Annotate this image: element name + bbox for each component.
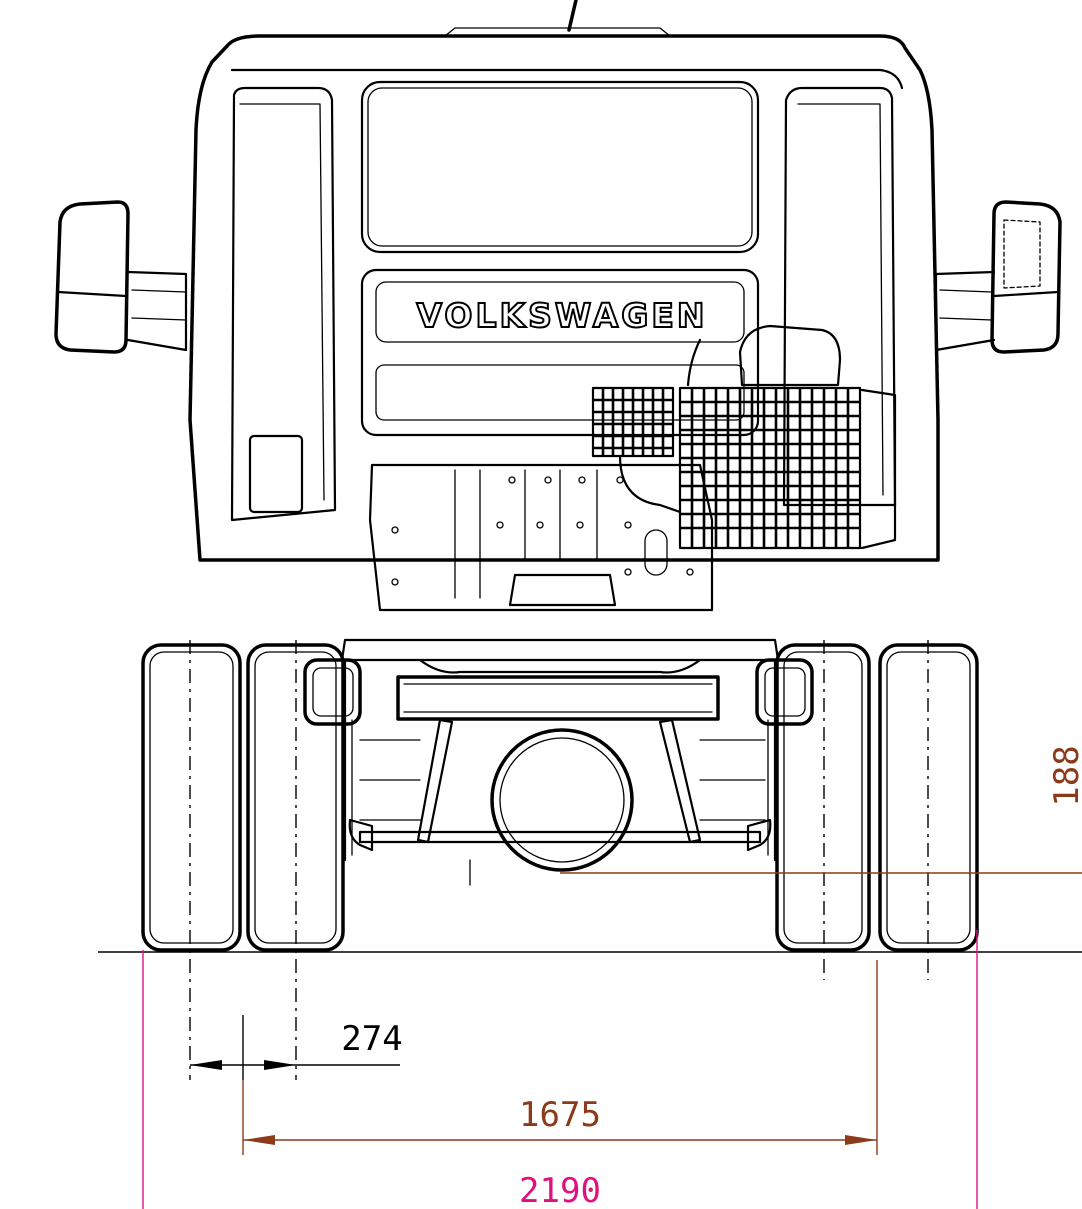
right-mirror	[934, 200, 1062, 354]
ground-clearance-label: 188	[1047, 745, 1082, 806]
track-width-label: 1675	[519, 1095, 601, 1135]
dual-tire-spacing-dimension	[190, 1015, 400, 1080]
track-width-dimension	[242, 960, 878, 1155]
dual-tire-spacing-label: 274	[341, 1019, 402, 1059]
overall-width-dimension	[142, 930, 978, 1209]
overall-width-label: 2190	[519, 1171, 601, 1209]
antenna	[567, 0, 578, 32]
rear-wheels	[141, 640, 979, 1080]
chassis-frame	[340, 638, 780, 886]
cab-body	[188, 27, 940, 562]
brand-lettering: VOLKSWAGEN	[416, 296, 707, 335]
left-mirror	[54, 200, 188, 354]
radiator-grid	[591, 324, 897, 550]
tail-lights	[303, 658, 814, 726]
center-tank	[368, 463, 714, 612]
